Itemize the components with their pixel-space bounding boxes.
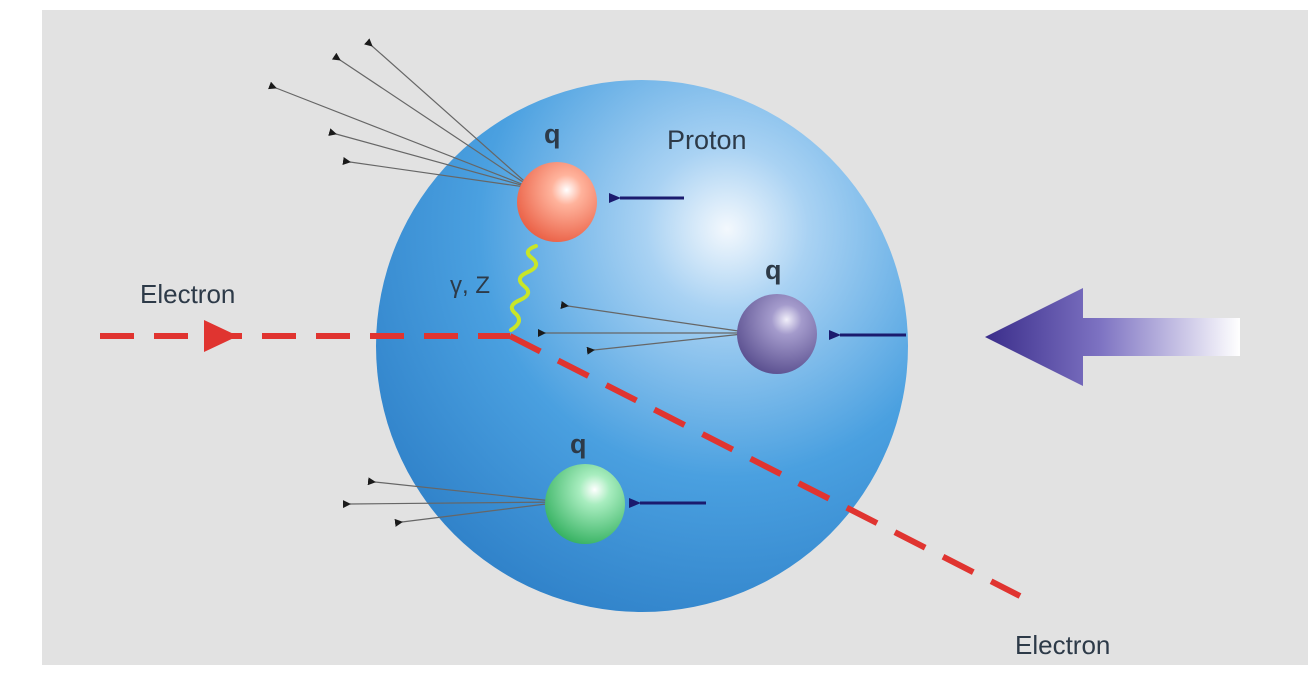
quark-bottom-ball [545,464,625,544]
incoming-electron-label: Electron [140,279,235,309]
bottom-quark-jet [342,477,563,527]
top-quark-jet [268,38,533,189]
quark-bottom-label: q [570,429,587,459]
quark-right-ball [737,294,817,374]
proton-label: Proton [667,125,747,155]
proton-sphere [376,80,908,612]
quark-top-ball [517,162,597,242]
proton-direction-arrow [985,288,1240,386]
quark-right-label: q [765,255,782,285]
scattered-electron-label: Electron [1015,630,1110,660]
boson-label: γ, Z [450,272,490,299]
boson-wave [509,244,539,332]
quark-top-label: q [544,119,561,149]
incoming-electron-arrowhead [204,320,238,352]
scattered-electron-track [508,333,1022,599]
right-quark-jet [538,301,753,355]
